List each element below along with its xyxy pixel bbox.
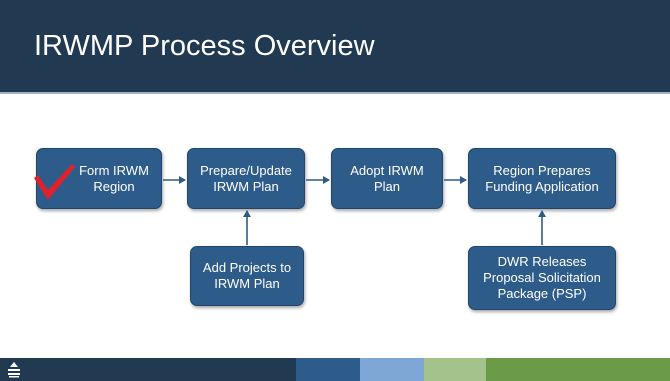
node-adopt-plan: Adopt IRWM Plan: [331, 148, 443, 209]
footer-segment-3: [424, 358, 486, 381]
title-bar: IRWMP Process Overview: [0, 0, 670, 93]
node-adopt-label: Adopt IRWM Plan: [350, 162, 424, 194]
footer-bar: [0, 358, 670, 381]
node-funding-application: Region Prepares Funding Application: [468, 148, 616, 209]
checkmark-icon: [34, 164, 75, 200]
node-prepare-label: Prepare/Update IRWM Plan: [200, 162, 292, 194]
diagram-area: [0, 94, 670, 358]
slide-title: IRWMP Process Overview: [34, 30, 375, 62]
node-prepare-update-plan: Prepare/Update IRWM Plan: [187, 148, 305, 209]
node-form-label: Form IRWM Region: [79, 162, 149, 194]
agency-logo-icon: [8, 362, 20, 378]
node-dwr-releases-psp: DWR Releases Proposal Solicitation Packa…: [468, 246, 616, 310]
title-divider: [0, 92, 670, 94]
node-add-projects-label: Add Projects to IRWM Plan: [202, 260, 292, 291]
footer-segment-4: [486, 358, 670, 381]
footer-segment-1: [296, 358, 360, 381]
node-add-projects: Add Projects to IRWM Plan: [190, 246, 304, 306]
footer-segment-2: [360, 358, 424, 381]
node-funding-label: Region Prepares Funding Application: [485, 162, 599, 194]
node-dwr-label: DWR Releases Proposal Solicitation Packa…: [483, 254, 601, 301]
